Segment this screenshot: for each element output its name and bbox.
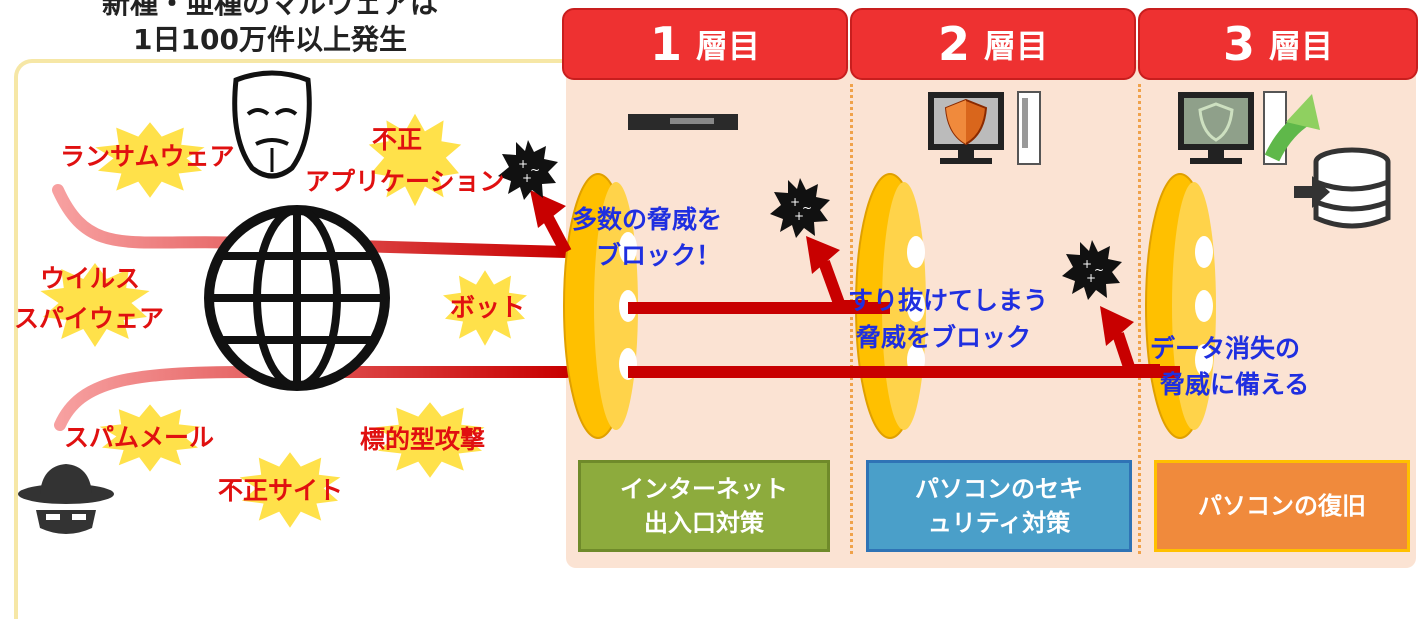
- secure-pc-icon: [928, 91, 1041, 165]
- threat-label-illegal-site: 不正サイト: [218, 476, 344, 505]
- layer-1-header: 1 層目: [562, 8, 848, 80]
- block-arrow: [1112, 332, 1160, 376]
- layer-1-box-label: インターネット出入口対策: [620, 475, 788, 537]
- threat-label-targeted: 標的型攻撃: [360, 425, 486, 454]
- threat-label-virus: ウイルス: [40, 264, 141, 293]
- hacker-icon: [18, 464, 114, 534]
- globe-icon: [204, 205, 390, 391]
- layer-divider: [850, 84, 853, 554]
- layer-3-box: パソコンの復旧: [1154, 460, 1410, 552]
- layer-2-header: 2 層目: [850, 8, 1136, 80]
- malware-icon: [770, 178, 830, 238]
- threat-label-illegal-app-1: 不正: [372, 125, 423, 154]
- database-icon: [1294, 147, 1391, 229]
- layer-3-header: 3 層目: [1138, 8, 1418, 80]
- threat-label-ransomware: ランサムウェア: [60, 142, 235, 171]
- layer-2-box: パソコンのセキュリティ対策: [866, 460, 1132, 552]
- layer-2-box-label: パソコンのセキュリティ対策: [915, 475, 1083, 537]
- block-arrow: [818, 259, 868, 312]
- threat-label-illegal-app-2: アプリケーション: [305, 167, 505, 196]
- block-arrowhead: [1100, 306, 1134, 346]
- layer-2-number: 2: [937, 17, 970, 71]
- threat-label-bot: ボット: [450, 293, 526, 322]
- malware-icon: [1062, 240, 1122, 300]
- layer-divider: [1138, 84, 1141, 554]
- layer-3-number: 3: [1222, 17, 1255, 71]
- malware-icon: [498, 140, 558, 200]
- layer-1-label: 層目: [696, 27, 761, 65]
- annotation-data-loss-1: データ消失の: [1150, 334, 1301, 363]
- annotation-block-slip-1: すり抜けてしまう: [848, 286, 1049, 315]
- threat-label-spyware: スパイウェア: [14, 304, 165, 333]
- threat-line: [54, 366, 572, 431]
- annotation-block-many-1: 多数の脅威を: [572, 205, 723, 234]
- layer-1-number: 1: [649, 17, 682, 71]
- annotation-block-slip-2: 脅威をブロック: [856, 323, 1032, 352]
- threat-label-spam: スパムメール: [64, 423, 215, 452]
- headline-line1: 新種・亜種のマルウェアは: [101, 0, 438, 20]
- mask-icon: [232, 70, 312, 179]
- layer-3-box-label: パソコンの復旧: [1198, 492, 1366, 520]
- block-arrowhead: [806, 236, 840, 274]
- layer-2-label: 層目: [984, 27, 1049, 65]
- annotation-block-many-2: ブロック！: [596, 241, 722, 270]
- headline-line2: 1日100万件以上発生: [133, 23, 407, 56]
- layer-3-label: 層目: [1269, 27, 1334, 65]
- backup-pc-icon: [1178, 91, 1320, 165]
- block-arrowhead: [530, 190, 566, 228]
- block-arrow: [542, 215, 572, 255]
- router-icon: [628, 114, 738, 130]
- layer-1-box: インターネット出入口対策: [578, 460, 830, 552]
- threat-area-frame: [14, 59, 614, 619]
- annotation-data-loss-2: 脅威に備える: [1160, 370, 1310, 399]
- headline: 新種・亜種のマルウェアは 1日100万件以上発生: [60, 0, 480, 58]
